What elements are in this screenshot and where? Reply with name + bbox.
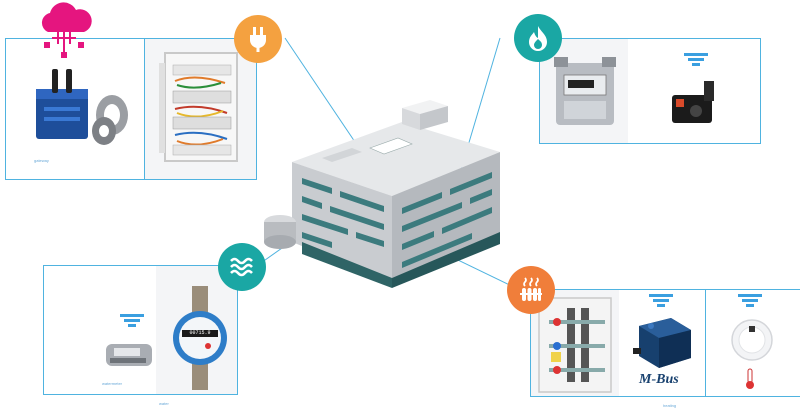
electricity-icon-circle [234,15,282,63]
flame-icon [529,26,547,51]
gas-sensor-cell [628,39,760,143]
water-meter-icon [173,286,227,390]
water-footer: water [159,401,169,406]
building-illustration [264,100,500,288]
water-icon-circle [218,243,266,291]
cabinet-cell [145,39,256,179]
wireless-signal-icon [684,53,708,66]
wireless-signal-icon [120,314,144,327]
radiator-icon [520,277,542,301]
heating-manifold-icon [538,297,612,393]
heat-panel: M-Bus heating [530,289,800,408]
water-sensor-module-icon [106,344,152,366]
water-meter-cell: 00715.9 [156,266,237,394]
water-sensor-cell: watermeter [44,266,156,394]
panel-divider [705,290,706,396]
gateway-cell: gateway [6,39,144,179]
heat-footer: heating [663,403,677,408]
room-sensor-icon [731,319,773,361]
thermometer-icon [746,368,754,389]
mbus-module-icon [633,318,691,368]
plug-icon [250,27,266,52]
waves-icon [230,257,253,277]
wireless-signal-icon [649,294,673,307]
water-caption: watermeter [102,381,123,386]
gas-meter-cell [540,39,628,143]
gas-meter-icon [554,57,616,125]
gas-panel [539,38,761,144]
gas-sensor-icon [672,81,714,123]
cloud-network-icon [41,2,92,58]
gas-icon-circle [514,14,562,62]
heat-manifold-cell [531,290,619,396]
water-panel: watermeter 00715.9 water [43,265,238,406]
heat-icon-circle [507,266,555,314]
panel-divider [144,39,145,179]
mbus-label: M-Bus [639,372,679,387]
gateway-device-icon [36,69,128,145]
electrical-cabinet-icon [159,52,238,162]
heat-mbus-cell: M-Bus [619,290,705,396]
electricity-panel: gateway [5,38,257,180]
heat-sensor-cell [706,290,800,396]
wireless-signal-icon [738,294,762,307]
meter-reading: 00715.9 [189,330,211,336]
gateway-caption: gateway [34,158,49,163]
